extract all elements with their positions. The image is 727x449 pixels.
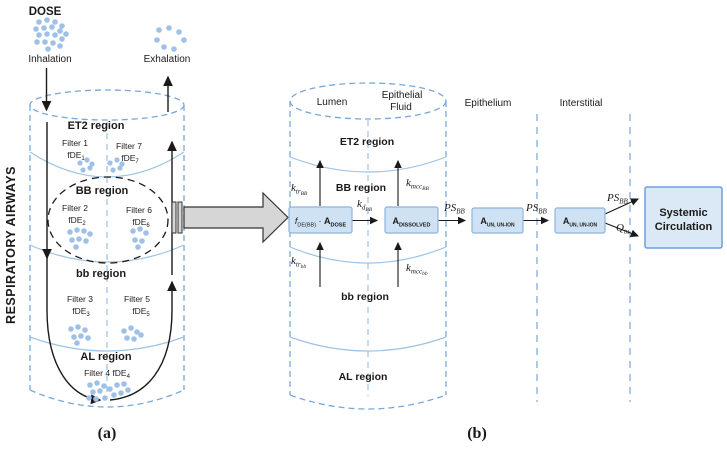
filter1-label: Filter 1 — [62, 138, 88, 148]
k-d-BB-label: kdBB — [357, 198, 373, 213]
epithelial-fluid-label-line2: Fluid — [390, 102, 412, 113]
k-tr-BB-label: ktrBB — [291, 182, 308, 197]
deposited-dose-box — [288, 206, 353, 234]
filter6-fde: fDE6 — [132, 217, 150, 229]
panel-link-arrow-icon — [171, 191, 289, 244]
panel-a: RESPIRATORY AIRWAYS DOSE Inhalation Exha… — [4, 6, 190, 442]
filter7-fde: fDE7 — [121, 153, 139, 165]
filter3-label: Filter 3 — [67, 294, 93, 304]
inhalation-label: Inhalation — [28, 54, 71, 65]
panel-a-caption: (a) — [98, 425, 117, 442]
filter4-label: Filter 4 fDE4 — [84, 368, 131, 380]
filter1-particles — [77, 157, 95, 173]
dissolved-box — [384, 206, 439, 234]
airflow-right-up-lower — [109, 280, 177, 401]
b-bb-lower-region-label: bb region — [341, 291, 389, 303]
b-al-region-label: AL region — [339, 371, 388, 383]
ps-bb-arrow-3 — [604, 198, 640, 215]
filter3-particles — [68, 324, 91, 346]
filter5-label: Filter 5 — [124, 294, 150, 304]
filter7-particles — [107, 157, 125, 173]
et2-region-label: ET2 region — [68, 120, 125, 132]
epithelium-column-label: Epithelium — [465, 98, 512, 109]
filter5-particles — [121, 325, 144, 342]
interstitial-amount-box-label: AUN, UN-ION — [563, 216, 598, 229]
filter1-fde: fDE1 — [67, 150, 85, 162]
lumen-column-label: Lumen — [317, 97, 348, 108]
bb-lower-region-label: bb region — [76, 268, 126, 280]
panel-b: Lumen Epithelial Fluid Epithelium Inters… — [288, 82, 723, 442]
ps-bb-label-1: PSBB — [443, 202, 466, 216]
k-tr-bb-label: ktrbb — [291, 255, 306, 270]
bb-region-dashed-ellipse — [47, 176, 169, 264]
q-tu-label: Qtu — [616, 222, 630, 236]
cylinder-a-top-ellipse — [29, 89, 185, 121]
panel-b-caption: (b) — [467, 425, 487, 442]
b-arc-bb-al — [289, 336, 447, 352]
filter2-fde: fDE2 — [68, 215, 86, 227]
filter2-particles — [67, 227, 93, 250]
ps-bb-label-3: PSBB — [606, 192, 629, 206]
filter7-label: Filter 7 — [116, 141, 142, 151]
dissolved-box-label: ADISSOLVED — [393, 216, 431, 229]
filter4-particles — [86, 380, 131, 402]
systemic-circulation-label-line2: Circulation — [655, 221, 713, 233]
deposited-dose-box-label: fDE(BB) · ADOSE — [295, 216, 347, 229]
cylinder-b-bottom-arc — [289, 394, 447, 410]
dose-particles — [33, 17, 69, 52]
region-arc-bb-al — [29, 336, 185, 352]
b-bb-region-label: BB region — [336, 182, 386, 194]
al-region-label: AL region — [80, 351, 131, 363]
k-mcc-bb-label: kmccbb — [406, 262, 428, 277]
systemic-circulation-label-line1: Systemic — [659, 207, 707, 219]
bb-upper-region-label: BB region — [76, 185, 129, 197]
dose-label: DOSE — [29, 6, 62, 18]
interstitial-amount-box — [554, 207, 606, 234]
ps-bb-label-2: PSBB — [525, 202, 548, 216]
b-arc-bb-bb — [289, 246, 447, 264]
filter2-label: Filter 2 — [62, 203, 88, 213]
k-mcc-BB-label: kmccBB — [406, 177, 430, 192]
epithelial-fluid-label-line1: Epithelial — [382, 90, 423, 101]
b-arc-et2-bb — [289, 156, 447, 173]
epithelium-amount-box — [471, 207, 524, 234]
respiratory-airways-axis-label: RESPIRATORY AIRWAYS — [4, 166, 18, 324]
filter5-fde: fDE5 — [132, 306, 150, 318]
cylinder-b-top-ellipse — [289, 82, 447, 120]
interstitial-column-label: Interstitial — [560, 98, 603, 109]
exhalation-label: Exhalation — [144, 54, 191, 65]
filter3-fde: fDE3 — [72, 306, 90, 318]
q-tu-arrow — [604, 222, 640, 237]
filter6-label: Filter 6 — [126, 205, 152, 215]
filter6-particles — [130, 226, 149, 250]
systemic-circulation-box — [644, 186, 723, 249]
epithelium-amount-box-label: AUN, UN-ION — [480, 216, 515, 229]
b-et2-region-label: ET2 region — [340, 136, 394, 148]
exhalation-particles — [154, 25, 187, 52]
